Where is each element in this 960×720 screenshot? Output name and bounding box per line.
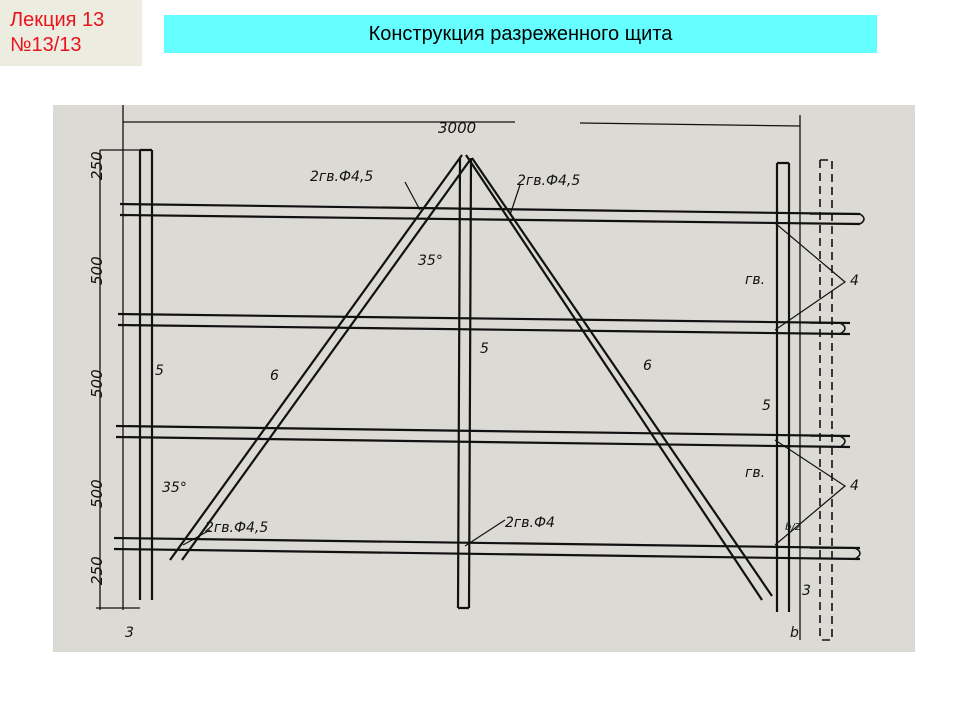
slide-title: Конструкция разреженного щита: [164, 15, 877, 53]
board-4: [113, 536, 861, 561]
part-label: a): [123, 105, 137, 106]
brace-label-right: 6: [643, 358, 652, 374]
slide-number: №13/13: [10, 34, 82, 56]
height-dim-1: 250: [88, 151, 106, 180]
post-label-right: 5: [762, 398, 771, 414]
half-gap-dimension: b/2: [785, 522, 801, 533]
height-dim-3: 500: [88, 369, 106, 398]
post-left: [138, 148, 154, 600]
height-dim-5: 250: [88, 556, 106, 585]
shield-construction-diagram: a) 3000 250 500 500 500 250 2гв.Ф4,5 2гв…: [88, 90, 865, 641]
gap-dimension: b: [790, 625, 799, 641]
callout-label-bottom: 4: [850, 478, 859, 494]
stop-label-left: 3: [125, 625, 134, 641]
lecture-label: Лекция 13: [10, 9, 105, 31]
technical-drawing: a) 3000 250 500 500 500 250 2гв.Ф4,5 2гв…: [53, 90, 915, 652]
brace-label-left: 6: [270, 368, 279, 384]
height-dim-2: 500: [88, 256, 106, 285]
board-3: [115, 424, 851, 449]
brace-right: [465, 154, 773, 601]
board-1: [119, 202, 861, 226]
nail-label-bottom-center: 2гв.Ф4: [505, 515, 555, 531]
angle-label-top: 35°: [418, 253, 443, 269]
nail-label-right-top: гв.: [745, 272, 765, 288]
post-right: [775, 161, 791, 612]
brace-left: [169, 154, 471, 561]
board-2: [117, 312, 851, 336]
nail-label-top-left: 2гв.Ф4,5: [310, 169, 373, 185]
post-label-left: 5: [155, 363, 164, 379]
callout-label-top: 4: [850, 273, 859, 289]
post-label-center: 5: [480, 341, 489, 357]
post-center: [456, 157, 473, 610]
slide-title-text: Конструкция разреженного щита: [368, 22, 673, 45]
angle-label-bottom: 35°: [162, 480, 187, 496]
nail-label-top-right: 2гв.Ф4,5: [517, 173, 580, 189]
nail-label-bottom-left: 2гв.Ф4,5: [205, 520, 268, 536]
nail-label-right-bottom: гв.: [745, 465, 765, 481]
height-dim-4: 500: [88, 479, 106, 508]
lecture-info: Лекция 13 №13/13: [0, 0, 142, 66]
stop-label-right: 3: [802, 583, 811, 599]
width-dimension: 3000: [438, 119, 476, 137]
